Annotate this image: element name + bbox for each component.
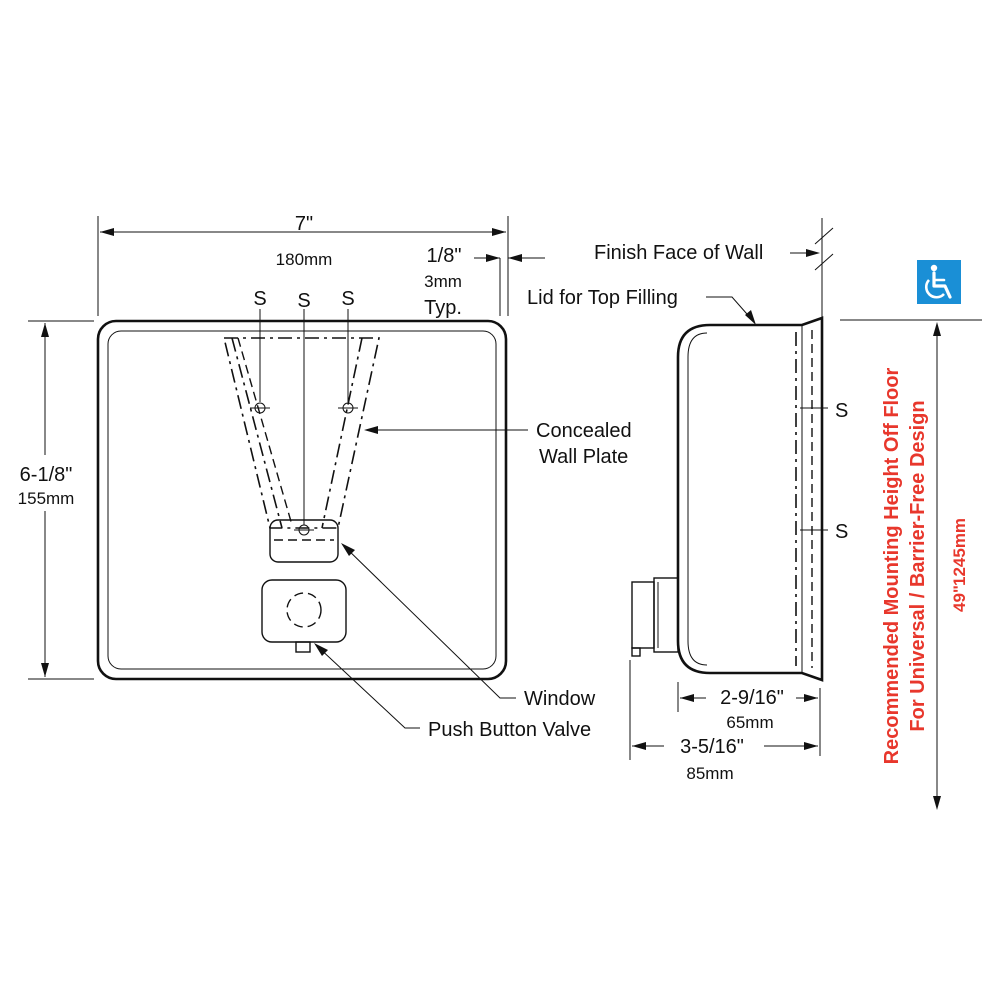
- push-button-valve: [261, 579, 347, 653]
- dispenser-side-body: [676, 316, 824, 682]
- dispenser-front-outer: [96, 319, 508, 681]
- mounting-height: Recommended Mounting Height Off Floor Fo…: [840, 260, 982, 810]
- concealed-plate-label-1: Concealed: [536, 420, 632, 442]
- side-view: Finish Face of Wall Lid for Top Filling …: [527, 218, 848, 783]
- screw-label-left: S: [253, 288, 266, 310]
- mounting-line-2: For Universal / Barrier-Free Design: [907, 400, 929, 731]
- front-view: 7" 180mm 1/8" 3mm Typ. 6-1/8" 155mm: [8, 213, 632, 741]
- window-label: Window: [524, 688, 596, 710]
- valve-side: [631, 577, 679, 657]
- screw-label-right: S: [341, 288, 354, 310]
- wheelchair-accessibility-icon: [917, 260, 961, 304]
- valve-label: Push Button Valve: [428, 719, 591, 741]
- offset-note: Typ.: [424, 297, 462, 319]
- mounting-line-1: Recommended Mounting Height Off Floor: [881, 367, 903, 764]
- concealed-plate-label-2: Wall Plate: [539, 446, 628, 468]
- width-imperial: 7": [295, 213, 313, 235]
- offset-metric: 3mm: [424, 272, 462, 291]
- wall-label: Finish Face of Wall: [594, 242, 763, 264]
- screw-hole-left: [250, 402, 270, 414]
- mounting-height-imperial: 49": [950, 585, 969, 612]
- height-imperial: 6-1/8": [20, 464, 73, 486]
- depth-total-imperial: 3-5/16": [680, 736, 744, 758]
- screw-label-center: S: [297, 290, 310, 312]
- side-screw-label-lower: S: [835, 521, 848, 543]
- screw-hole-center: [294, 524, 314, 536]
- width-metric: 180mm: [276, 250, 333, 269]
- side-screw-label-upper: S: [835, 400, 848, 422]
- height-metric: 155mm: [18, 489, 75, 508]
- dispenser-front-inner: [107, 330, 497, 670]
- depth-body-metric: 65mm: [726, 713, 773, 732]
- screw-hole-right: [338, 402, 358, 414]
- offset-imperial: 1/8": [427, 245, 462, 267]
- depth-total-metric: 85mm: [686, 764, 733, 783]
- window: [269, 519, 339, 563]
- lid-label: Lid for Top Filling: [527, 287, 678, 309]
- depth-body-imperial: 2-9/16": [720, 687, 784, 709]
- mounting-height-metric: 1245mm: [950, 518, 969, 586]
- concealed-wall-plate: [222, 337, 380, 529]
